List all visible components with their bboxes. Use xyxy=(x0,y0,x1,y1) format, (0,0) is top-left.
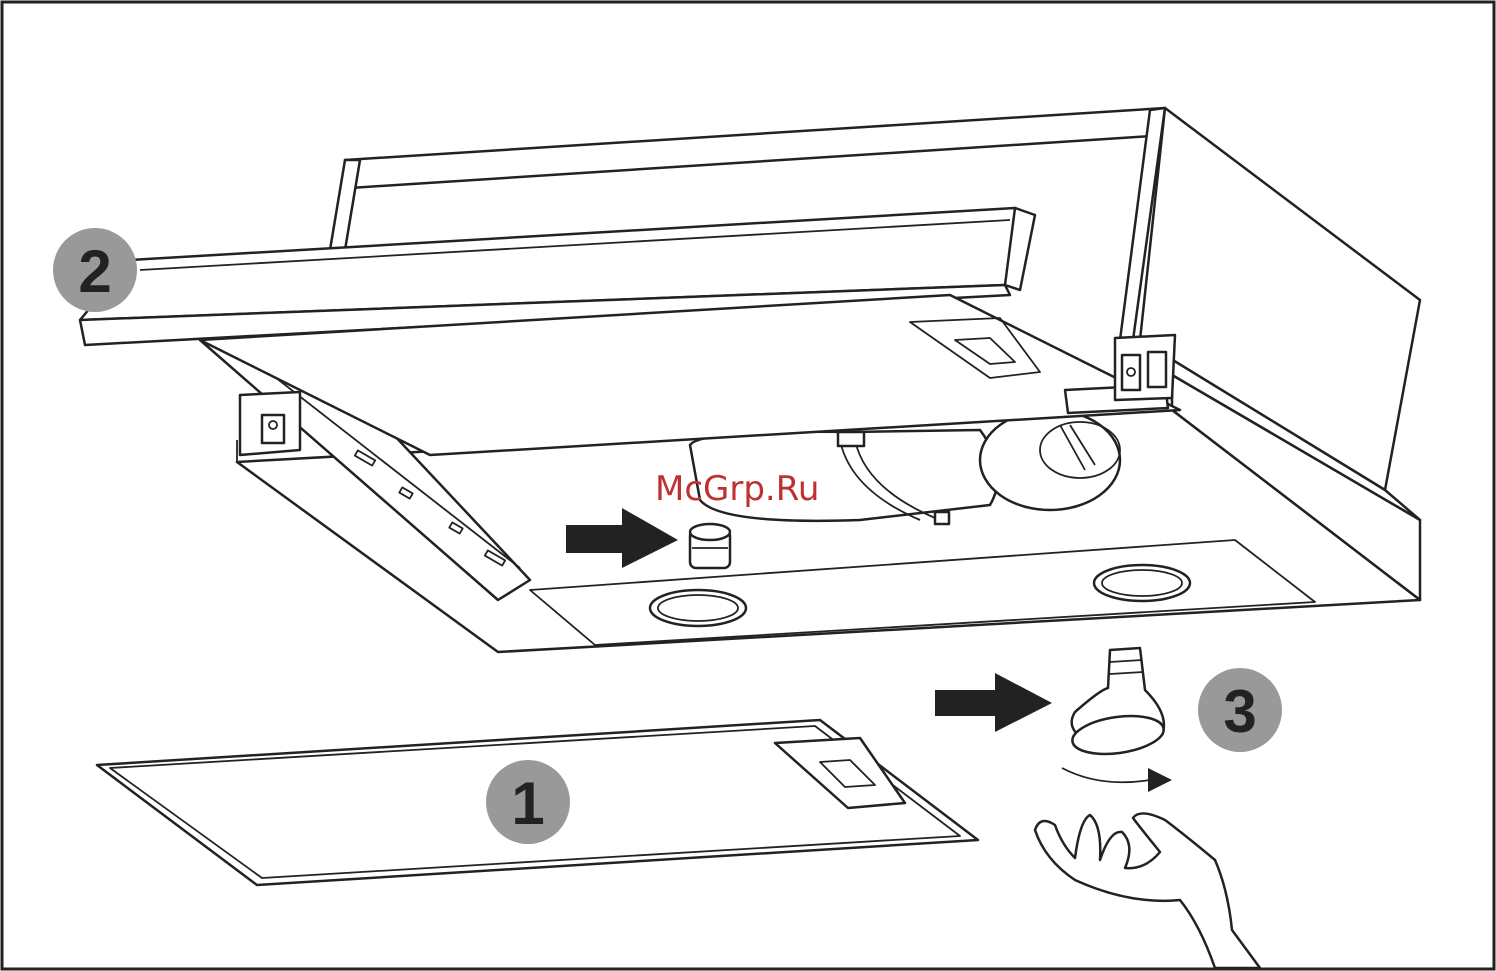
step-label-2: 2 xyxy=(78,238,111,305)
spot-lamp xyxy=(1070,648,1166,759)
watermark-text: McGrp.Ru xyxy=(655,469,819,509)
step-label-3: 3 xyxy=(1223,678,1256,745)
hand-illustration xyxy=(1035,813,1260,968)
step-badge-2: 2 xyxy=(53,228,137,312)
step-badge-1: 1 xyxy=(486,760,570,844)
step-badge-3: 3 xyxy=(1198,668,1282,752)
rotate-arrow-icon xyxy=(1062,768,1172,792)
push-arrow-right-icon xyxy=(935,673,1052,732)
step-label-1: 1 xyxy=(511,770,544,837)
lamp-socket xyxy=(690,524,730,568)
